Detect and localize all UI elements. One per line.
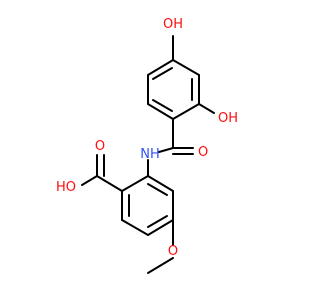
molecule-structure: OH OH O NH O HO O <box>56 17 238 274</box>
bond <box>152 99 173 112</box>
bond <box>172 59 200 76</box>
bond <box>96 175 123 192</box>
upper-ring <box>147 59 200 120</box>
bond <box>158 147 174 153</box>
bond <box>121 175 149 192</box>
bond <box>147 175 174 192</box>
bond <box>172 103 200 120</box>
lower-ring <box>121 175 174 236</box>
bond <box>147 215 168 228</box>
bond <box>198 103 215 114</box>
bond <box>152 67 173 80</box>
atom-label-acid-hydroxyl: HO <box>56 180 76 195</box>
atom-label-oh-ring: OH <box>218 111 238 126</box>
atom-label-oh-top: OH <box>163 17 183 32</box>
atom-label-methoxy-oxygen: O <box>168 244 178 259</box>
bond <box>147 103 174 120</box>
bond <box>147 59 174 76</box>
bond <box>147 257 174 274</box>
atom-label-nh: NH <box>140 147 160 162</box>
bond <box>81 175 98 186</box>
atom-label-acid-oxygen: O <box>95 139 105 154</box>
molecule-canvas: OH OH O NH O HO O <box>55 17 239 274</box>
atom-label-amide-oxygen: O <box>198 145 208 160</box>
bond <box>147 183 168 196</box>
bond <box>121 219 149 236</box>
bond <box>147 219 174 236</box>
